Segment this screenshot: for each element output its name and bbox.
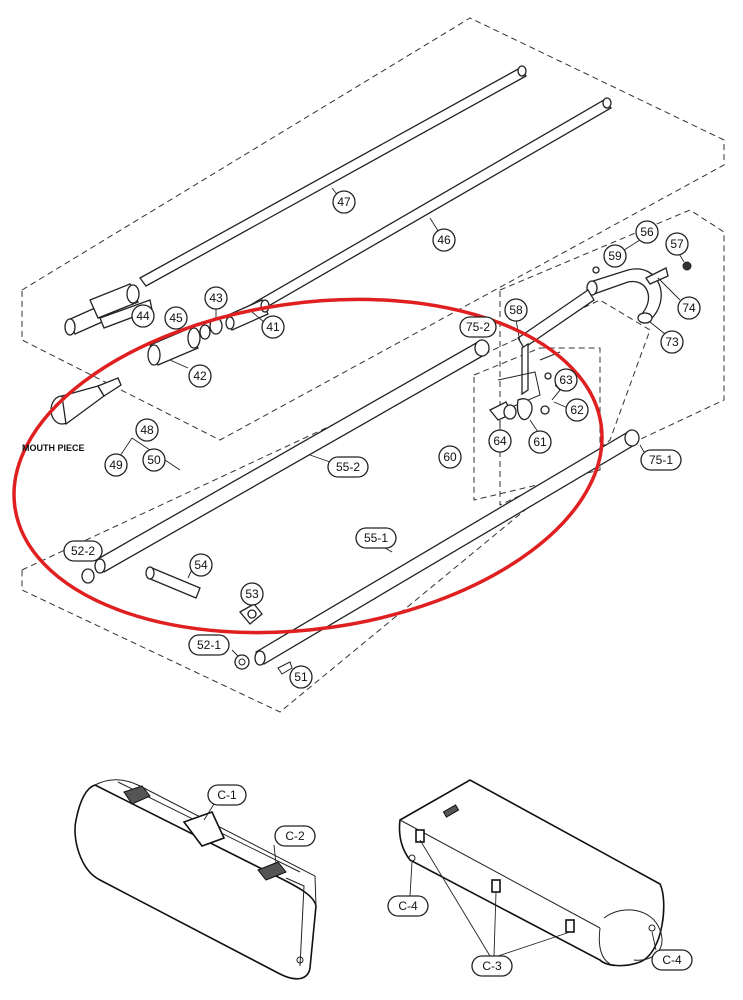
svg-text:C-4: C-4 [398, 899, 418, 913]
svg-text:42: 42 [193, 369, 207, 383]
svg-text:C-3: C-3 [482, 959, 502, 973]
highlight-ellipse [12, 297, 604, 635]
callout-53: 53 [240, 582, 264, 606]
svg-text:74: 74 [682, 301, 696, 315]
callout-41: 41 [261, 315, 285, 339]
callout-C-2: C-2 [274, 825, 316, 847]
callout-60: 60 [438, 445, 462, 469]
case-right [398, 779, 665, 967]
svg-text:45: 45 [169, 311, 183, 325]
svg-text:55-2: 55-2 [336, 460, 360, 474]
crook-tube-58 [517, 289, 595, 396]
short-tube-54 [145, 566, 201, 599]
callout-61: 61 [528, 430, 552, 454]
callout-52-1: 52-1 [188, 634, 230, 656]
case-leader-lines [203, 803, 657, 957]
callout-50: 50 [142, 448, 166, 472]
callout-44: 44 [131, 304, 155, 328]
svg-text:C-4: C-4 [662, 953, 682, 967]
assembly-box-bell-section [499, 209, 725, 506]
svg-text:41: 41 [266, 320, 280, 334]
callout-62: 62 [565, 398, 589, 422]
svg-text:75-1: 75-1 [649, 453, 673, 467]
callout-51: 51 [289, 665, 313, 689]
callout-C-4-left: C-4 [387, 895, 429, 917]
callout-57: 57 [665, 232, 689, 256]
callout-49: 49 [104, 453, 128, 477]
callout-75-1: 75-1 [640, 449, 682, 471]
svg-text:58: 58 [509, 303, 523, 317]
svg-text:52-2: 52-2 [71, 544, 95, 558]
svg-text:64: 64 [493, 434, 507, 448]
callout-43: 43 [204, 286, 228, 310]
callout-C-1: C-1 [207, 784, 247, 806]
callout-56: 56 [635, 220, 659, 244]
callout-C-4-right: C-4 [651, 949, 693, 971]
svg-text:49: 49 [109, 458, 123, 472]
svg-text:56: 56 [640, 225, 654, 239]
tube-55-1 [254, 429, 640, 666]
svg-text:57: 57 [670, 237, 684, 251]
callout-74: 74 [677, 296, 701, 320]
clip-51 [277, 661, 293, 675]
svg-text:61: 61 [533, 435, 547, 449]
stopper-53 [239, 603, 263, 625]
callout-52-2: 52-2 [63, 540, 103, 562]
callout-64: 64 [488, 429, 512, 453]
svg-text:62: 62 [570, 403, 584, 417]
svg-text:44: 44 [136, 309, 150, 323]
callout-54: 54 [189, 553, 213, 577]
callout-58: 58 [504, 298, 528, 322]
case-left [74, 779, 317, 980]
svg-text:53: 53 [245, 587, 259, 601]
svg-text:75-2: 75-2 [466, 320, 490, 334]
tube-55-2 [94, 339, 490, 574]
callout-42: 42 [188, 364, 212, 388]
callout-59: 59 [603, 244, 627, 268]
callout-47: 47 [332, 190, 356, 214]
svg-text:C-1: C-1 [217, 788, 237, 802]
svg-text:54: 54 [194, 558, 208, 572]
svg-text:46: 46 [437, 233, 451, 247]
callout-C-3: C-3 [471, 955, 513, 977]
callout-55-2: 55-2 [327, 456, 369, 478]
ring-52-1 [234, 654, 250, 670]
svg-text:43: 43 [209, 291, 223, 305]
callout-46: 46 [432, 228, 456, 252]
svg-text:C-2: C-2 [285, 829, 305, 843]
crook-73-74 [586, 267, 669, 324]
callout-48: 48 [135, 418, 159, 442]
svg-text:63: 63 [559, 373, 573, 387]
callout-63: 63 [554, 368, 578, 392]
valve-assembly [488, 351, 561, 421]
callout-75-2: 75-2 [459, 316, 497, 338]
svg-text:55-1: 55-1 [364, 531, 388, 545]
assembly-box-slide-inner [21, 299, 651, 713]
svg-text:47: 47 [337, 195, 351, 209]
slide-brace-upper [64, 283, 270, 366]
mouthpiece-label: MOUTH PIECE [22, 443, 85, 453]
svg-text:50: 50 [147, 453, 161, 467]
assembly-box-slide-outer [21, 17, 725, 441]
svg-text:48: 48 [140, 423, 154, 437]
callout-73: 73 [660, 330, 684, 354]
svg-text:73: 73 [665, 335, 679, 349]
callout-45: 45 [164, 306, 188, 330]
tube-47 [139, 65, 527, 287]
svg-text:52-1: 52-1 [197, 638, 221, 652]
ring-52-2 [81, 568, 95, 584]
svg-text:51: 51 [294, 670, 308, 684]
assembly-box-valve [473, 347, 601, 501]
callout-55-1: 55-1 [355, 527, 397, 549]
svg-text:59: 59 [608, 249, 622, 263]
small-parts-57-59 [592, 261, 692, 274]
svg-text:60: 60 [443, 450, 457, 464]
